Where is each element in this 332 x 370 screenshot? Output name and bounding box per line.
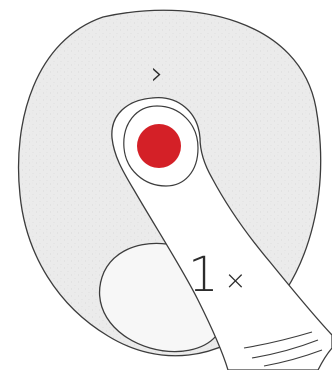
- press-count-number: 1: [188, 247, 219, 303]
- red-press-dot: [137, 124, 181, 168]
- chevron-icon: ›: [151, 54, 164, 92]
- press-multiplier: ×: [225, 266, 247, 296]
